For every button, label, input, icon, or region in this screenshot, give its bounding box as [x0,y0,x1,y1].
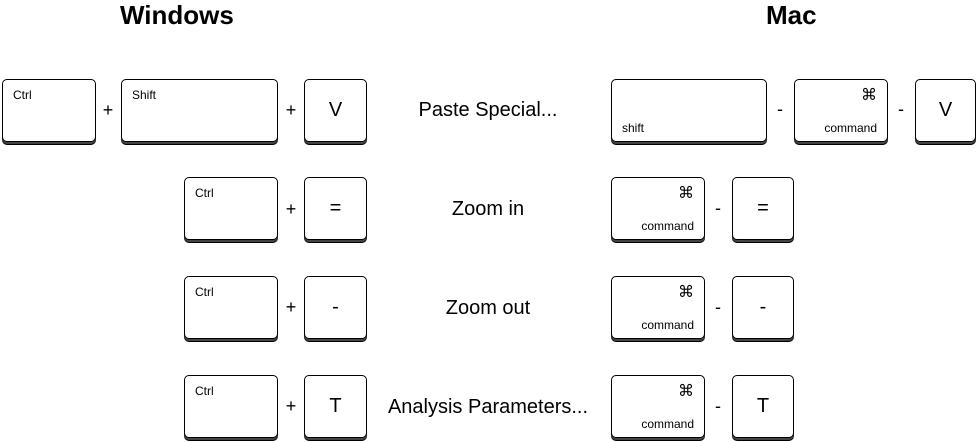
plus-separator: + [285,100,297,120]
key-label: = [329,197,342,219]
key-label: T [756,395,770,417]
mac-v-key: V [915,79,976,142]
shortcut-description: Zoom in [451,198,525,220]
key-label: Ctrl [195,285,214,299]
command-icon: ⌘ [861,87,877,104]
windows-ctrl-key: Ctrl [184,177,278,240]
plus-separator: + [102,100,114,120]
key-label: command [641,318,694,332]
shortcut-description: Zoom out [445,297,531,319]
plus-separator: + [285,297,297,317]
mac-command-key: ⌘ command [611,276,705,339]
key-label: Shift [132,88,157,102]
key-label: Ctrl [13,88,32,102]
key-label: command [641,219,694,233]
command-icon: ⌘ [678,284,694,301]
windows-ctrl-key: Ctrl [2,79,96,142]
windows-shift-key: Shift [121,79,278,142]
mac-command-key: ⌘ command [611,177,705,240]
mac-t-key: T [732,375,794,438]
key-label: V [328,99,343,121]
command-icon: ⌘ [678,185,694,202]
command-icon: ⌘ [678,383,694,400]
mac-equals-key: = [732,177,794,240]
key-label: command [824,121,877,135]
key-label: - [332,296,339,318]
key-label: Ctrl [195,384,214,398]
key-label: = [757,197,769,219]
plus-separator: + [285,199,297,219]
shortcut-description: Analysis Parameters... [387,396,589,418]
key-label: - [759,296,767,318]
windows-t-key: T [304,375,367,438]
key-label: V [938,99,953,121]
windows-ctrl-key: Ctrl [184,276,278,339]
minus-separator: - [715,297,721,317]
plus-separator: + [285,396,297,416]
mac-shift-key: shift [611,79,767,142]
windows-equals-key: = [304,177,367,240]
windows-v-key: V [304,79,367,142]
minus-separator: - [777,99,783,119]
minus-separator: - [898,99,904,119]
key-label: shift [622,121,645,135]
minus-separator: - [715,396,721,416]
windows-heading: Windows [120,0,234,30]
mac-heading: Mac [766,0,817,30]
minus-separator: - [715,198,721,218]
windows-ctrl-key: Ctrl [184,375,278,438]
shortcut-description: Paste Special... [418,99,558,121]
mac-command-key: ⌘ command [611,375,705,438]
key-label: command [641,417,694,431]
windows-minus-key: - [304,276,367,339]
mac-command-key: ⌘ command [794,79,888,142]
mac-minus-key: - [732,276,794,339]
key-label: Ctrl [195,186,214,200]
key-label: T [329,395,342,417]
